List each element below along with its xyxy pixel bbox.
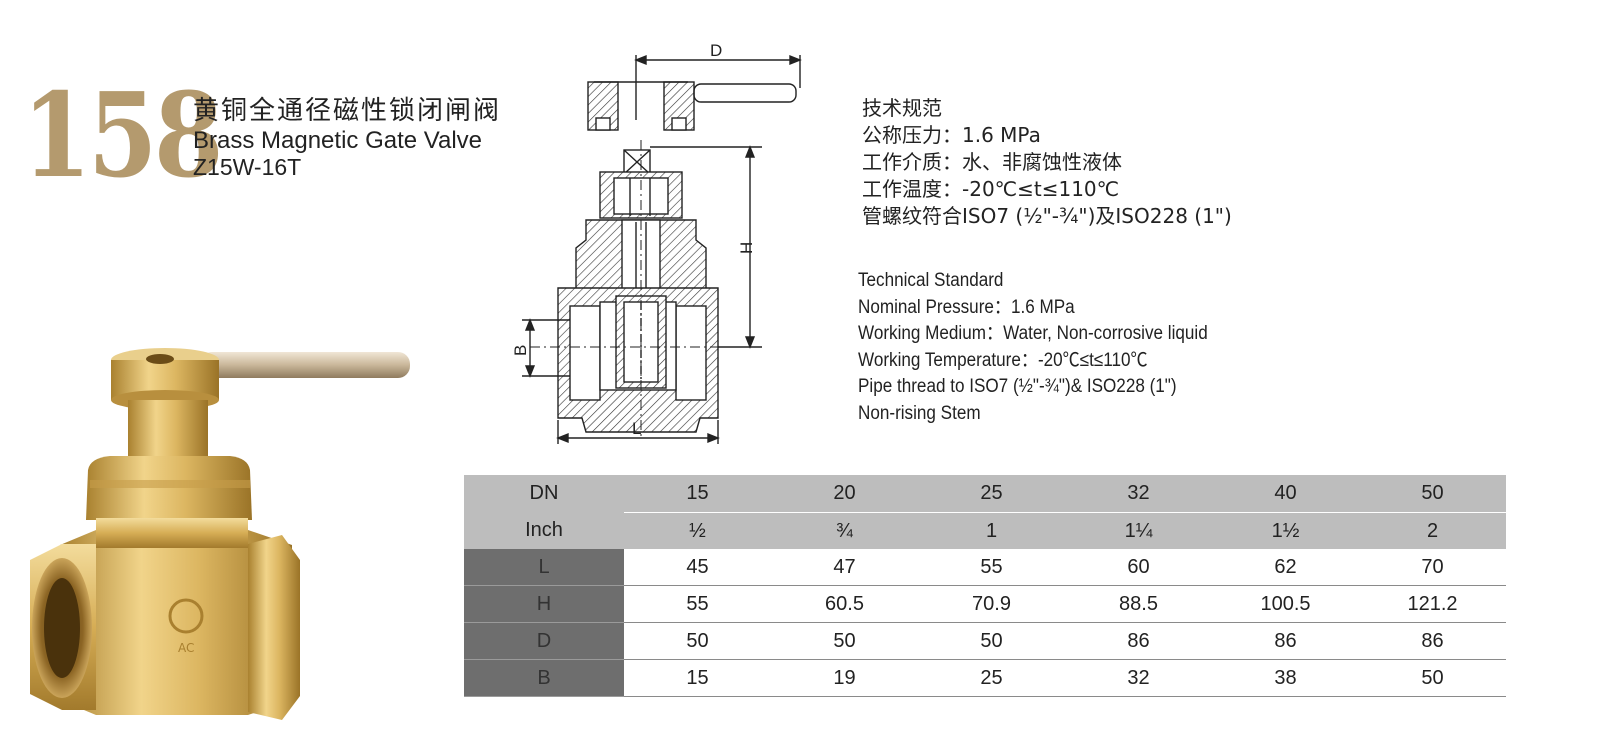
header-cell: 25 bbox=[918, 475, 1065, 513]
spec-en-line: Technical Standard bbox=[858, 270, 1004, 291]
table-cell: 25 bbox=[918, 659, 1065, 697]
header-cell: 1 bbox=[918, 512, 1065, 549]
row-label: L bbox=[464, 549, 624, 586]
spec-en-line: Working Temperature：-20℃≤t≤110℃ bbox=[858, 349, 1148, 371]
table-cell: 32 bbox=[1065, 659, 1212, 697]
spec-en-line: Working Medium：Water, Non-corrosive liqu… bbox=[858, 323, 1208, 344]
table-cell: 55 bbox=[624, 585, 771, 623]
dimension-table: DN 15 20 25 32 40 50 Inch ½ ¾ 1 1¼ 1½ 2 … bbox=[464, 475, 1506, 697]
spec-cn-line: 技术规范 bbox=[862, 96, 942, 120]
header-cell: 15 bbox=[624, 475, 771, 513]
dim-label-h: H bbox=[737, 242, 756, 254]
spec-chinese: 技术规范 公称压力：1.6 MPa 工作介质：水、非腐蚀性液体 工作温度：-20… bbox=[862, 95, 1232, 230]
table-cell: 50 bbox=[1359, 659, 1506, 697]
header-cell: ¾ bbox=[771, 512, 918, 549]
table-cell: 88.5 bbox=[1065, 585, 1212, 623]
technical-drawing: D H B L bbox=[511, 41, 802, 444]
product-number: 158 bbox=[22, 68, 223, 204]
spec-cn-line: 工作温度：-20℃≤t≤110℃ bbox=[862, 177, 1120, 201]
table-cell: 50 bbox=[918, 622, 1065, 660]
table-cell: 50 bbox=[771, 622, 918, 660]
header-cell: 40 bbox=[1212, 475, 1359, 513]
title-block: 黄铜全通径磁性锁闭闸阀 Brass Magnetic Gate Valve Z1… bbox=[193, 95, 501, 180]
header-cell: 50 bbox=[1359, 475, 1506, 513]
spec-english: Technical Standard Nominal Pressure：1.6 … bbox=[858, 268, 1208, 427]
spec-en-line: Nominal Pressure：1.6 MPa bbox=[858, 296, 1075, 318]
header-cell: 32 bbox=[1065, 475, 1212, 513]
title-english: Brass Magnetic Gate Valve bbox=[193, 127, 483, 154]
spec-cn-line: 公称压力：1.6 MPa bbox=[862, 123, 1041, 147]
header-label-dn: DN bbox=[464, 475, 624, 513]
row-label: B bbox=[464, 659, 624, 697]
table-cell: 47 bbox=[771, 549, 918, 586]
header-cell: 20 bbox=[771, 475, 918, 513]
table-cell: 86 bbox=[1359, 622, 1506, 660]
table-row: L 45 47 55 60 62 70 bbox=[464, 549, 1506, 586]
header-cell: 2 bbox=[1359, 512, 1506, 549]
table-cell: 19 bbox=[771, 659, 918, 697]
dim-label-d: D bbox=[710, 41, 722, 60]
table-cell: 15 bbox=[624, 659, 771, 697]
table-cell: 50 bbox=[624, 622, 771, 660]
table-cell: 45 bbox=[624, 549, 771, 586]
table-cell: 86 bbox=[1212, 622, 1359, 660]
header-cell: 1½ bbox=[1212, 512, 1359, 549]
dim-label-l: L bbox=[632, 419, 641, 438]
table-cell: 60 bbox=[1065, 549, 1212, 586]
spec-en-line: Pipe thread to ISO7 (½"-¾")& ISO228 (1") bbox=[858, 376, 1177, 397]
table-header-row-dn: DN 15 20 25 32 40 50 bbox=[464, 475, 1506, 513]
table-cell: 86 bbox=[1065, 622, 1212, 660]
spec-cn-line: 工作介质：水、非腐蚀性液体 bbox=[862, 150, 1122, 174]
header-cell: ½ bbox=[624, 512, 771, 549]
header-label-inch: Inch bbox=[464, 512, 624, 549]
table-cell: 38 bbox=[1212, 659, 1359, 697]
model-number: Z15W-16T bbox=[193, 154, 302, 180]
header-cell: 1¼ bbox=[1065, 512, 1212, 549]
table-row: H 55 60.5 70.9 88.5 100.5 121.2 bbox=[464, 585, 1506, 623]
table-cell: 62 bbox=[1212, 549, 1359, 586]
table-cell: 70.9 bbox=[918, 585, 1065, 623]
table-cell: 60.5 bbox=[771, 585, 918, 623]
product-photo: AC bbox=[30, 348, 410, 720]
table-cell: 121.2 bbox=[1359, 585, 1506, 623]
spec-cn-line: 管螺纹符合ISO7 (½"-¾")及ISO228 (1") bbox=[862, 204, 1232, 228]
table-cell: 55 bbox=[918, 549, 1065, 586]
table-cell: 70 bbox=[1359, 549, 1506, 586]
row-label: H bbox=[464, 585, 624, 623]
table-header-row-inch: Inch ½ ¾ 1 1¼ 1½ 2 bbox=[464, 512, 1506, 549]
spec-en-line: Non-rising Stem bbox=[858, 402, 981, 424]
svg-text:AC: AC bbox=[178, 641, 194, 655]
table-row: D 50 50 50 86 86 86 bbox=[464, 622, 1506, 660]
title-chinese: 黄铜全通径磁性锁闭闸阀 bbox=[193, 96, 502, 126]
table-cell: 100.5 bbox=[1212, 585, 1359, 623]
row-label: D bbox=[464, 622, 624, 660]
dim-label-b: B bbox=[511, 345, 530, 356]
table-row: B 15 19 25 32 38 50 bbox=[464, 659, 1506, 697]
